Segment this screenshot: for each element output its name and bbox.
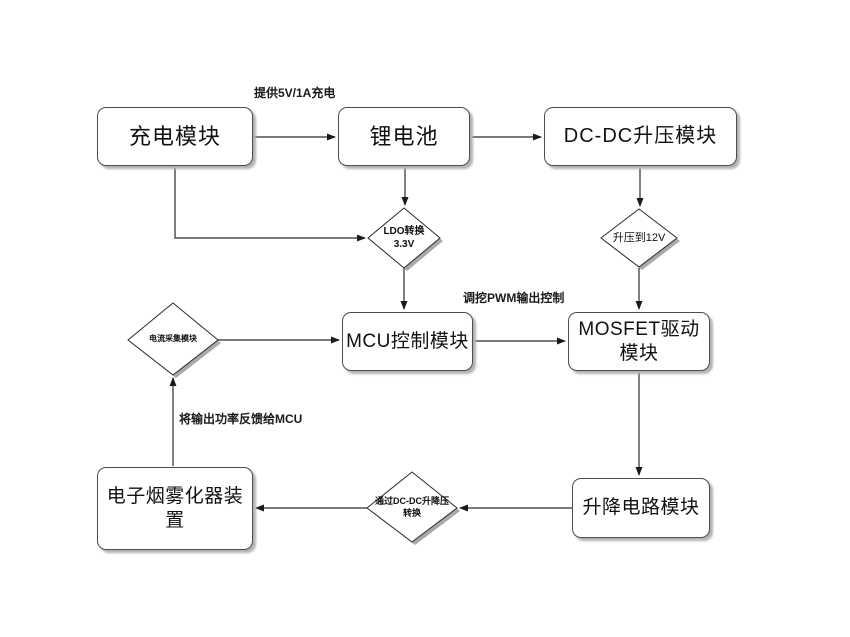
- edge-label-mcu-to-mosfet: 调挖PWM输出控制: [463, 291, 565, 305]
- node-mosfet-driver-module: MOSFET驱动模块: [568, 312, 710, 371]
- decision-ldo-shape: [367, 207, 441, 269]
- node-atomizer-device: 电子烟雾化器装置: [97, 467, 253, 550]
- node-mcu-control-module-label: MCU控制模块: [346, 330, 469, 352]
- node-mosfet-driver-module-label: MOSFET驱动模块: [578, 318, 700, 364]
- node-dcdc-boost-module: DC-DC升压模块: [544, 107, 737, 166]
- node-dcdc-boost-module-label: DC-DC升压模块: [563, 125, 718, 147]
- connector-charge-to-ldo: [174, 166, 366, 242]
- node-charge-module: 充电模块: [97, 107, 253, 166]
- node-battery: 锂电池: [338, 107, 470, 166]
- node-charge-module-label: 充电模块: [128, 123, 221, 149]
- edge-label-atomizer-feedback: 将输出功率反馈给MCU: [179, 412, 303, 426]
- decision-dcdcconvert-shape: [366, 471, 458, 543]
- edge-label-charge-to-battery: 提供5V/1A充电: [254, 86, 336, 100]
- decision-currentsense-shape: [127, 302, 219, 376]
- node-buck-boost-circuit-module: 升降电路模块: [572, 478, 710, 538]
- node-atomizer-device-label: 电子烟雾化器装置: [106, 485, 244, 531]
- decision-boost12v-shape: [600, 208, 678, 268]
- node-mcu-control-module: MCU控制模块: [342, 312, 473, 371]
- node-buck-boost-circuit-module-label: 升降电路模块: [582, 497, 700, 519]
- node-battery-label: 锂电池: [369, 123, 439, 149]
